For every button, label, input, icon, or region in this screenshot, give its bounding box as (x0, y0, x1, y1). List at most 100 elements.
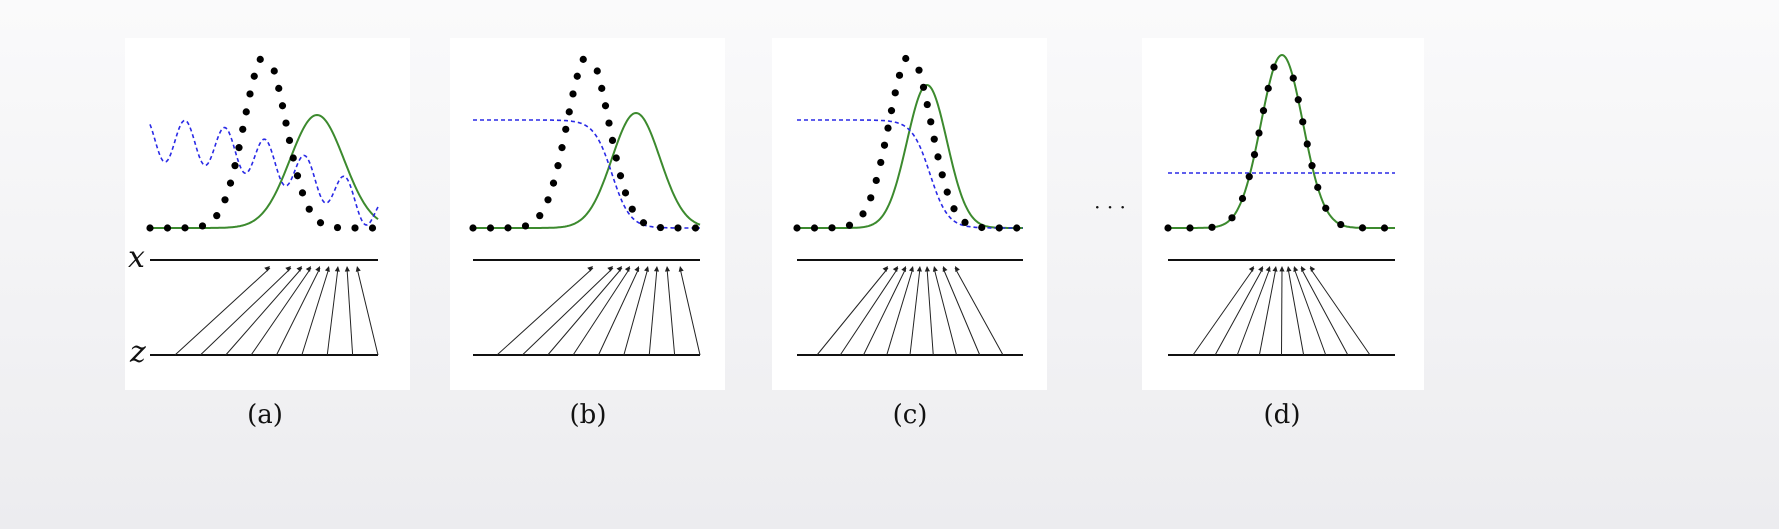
data-distribution-dot-c (927, 118, 935, 126)
mapping-arrow-d (1309, 267, 1371, 356)
panel-label-a: (a) (247, 400, 283, 430)
arrowhead-d (1293, 266, 1299, 272)
mapping-arrow-a (250, 267, 312, 356)
mapping-arrow-b (648, 267, 658, 356)
discriminator-curve-c (797, 119, 1023, 229)
data-distribution-dot-a (256, 55, 264, 63)
data-distribution-dot-a (368, 224, 377, 232)
z-axis-label: z (130, 335, 146, 370)
data-distribution-dot-c (995, 224, 1003, 232)
data-distribution-dot-a (221, 196, 229, 204)
data-distribution-dot-b (544, 196, 552, 204)
data-distribution-dot-c (828, 224, 836, 232)
mapping-arrow-a (301, 267, 330, 356)
data-distribution-dot-d (1358, 224, 1367, 232)
panel-label-d: (d) (1263, 400, 1301, 430)
data-distribution-dot-b (569, 90, 577, 98)
data-distribution-dot-b (656, 223, 665, 232)
mapping-arrow-d (1281, 267, 1283, 356)
data-distribution-dot-b (558, 144, 566, 152)
mapping-arrow-d (1287, 267, 1305, 356)
data-distribution-dot-c (919, 83, 928, 91)
data-distribution-dot-b (562, 125, 570, 133)
arrowhead-c (942, 266, 948, 272)
arrowhead-d (1248, 266, 1254, 272)
mapping-arrow-b (496, 267, 594, 356)
arrowhead-a (296, 266, 302, 272)
data-distribution-dot-d (1289, 74, 1297, 82)
data-distribution-dot-b (554, 162, 562, 170)
data-distribution-dot-c (872, 176, 880, 185)
arrowhead-a (324, 266, 330, 272)
mapping-arrow-b (623, 267, 649, 356)
data-distribution-dot-c (902, 54, 910, 63)
data-distribution-dot-a (285, 136, 294, 145)
mapping-arrow-c (886, 267, 914, 356)
arrowhead-c (901, 266, 906, 272)
data-distribution-dot-c (880, 141, 889, 149)
mapping-arrow-b (547, 267, 623, 356)
data-distribution-dot-a (235, 144, 243, 152)
data-distribution-dot-c (915, 66, 923, 74)
data-distribution-dot-b (616, 172, 625, 180)
data-distribution-dot-c (938, 171, 946, 179)
panel-label-b: (b) (569, 400, 607, 430)
data-distribution-dot-c (950, 205, 958, 213)
data-distribution-dot-a (231, 162, 239, 170)
mapping-arrow-d (1258, 267, 1277, 356)
data-distribution-dot-d (1250, 151, 1259, 159)
data-distribution-dot-c (891, 89, 899, 97)
arrowhead-c (924, 266, 930, 272)
arrowhead-d (1279, 266, 1285, 272)
data-distribution-dot-d (1245, 173, 1253, 181)
data-distribution-dot-b (486, 224, 495, 232)
arrowhead-d (1272, 266, 1278, 272)
data-distribution-dot-d (1294, 96, 1302, 104)
arrowhead-b (644, 266, 650, 272)
data-distribution-dot-a (270, 67, 278, 75)
data-distribution-dot-b (469, 224, 477, 232)
arrowhead-a (355, 266, 361, 272)
mapping-arrow-d (1192, 267, 1255, 356)
discriminator-curve-a (149, 119, 379, 226)
mapping-arrow-c (942, 267, 981, 356)
data-distribution-dot-b (621, 189, 630, 197)
mapping-arrow-d (1214, 267, 1264, 356)
mapping-arrow-a (356, 267, 379, 356)
arrowhead-b (624, 266, 630, 272)
data-distribution-dot-d (1337, 220, 1345, 229)
data-distribution-dot-a (250, 72, 258, 80)
data-distribution-dot-b (639, 219, 648, 227)
data-distribution-dot-c (877, 158, 885, 167)
data-distribution-dot-d (1259, 107, 1268, 115)
data-distribution-dot-d (1303, 140, 1311, 148)
ellipsis: · · · (1094, 195, 1126, 219)
arrowhead-d (1301, 266, 1306, 272)
mapping-arrow-a (200, 267, 292, 356)
data-distribution-dot-c (934, 153, 942, 161)
data-distribution-dot-b (605, 119, 613, 127)
mapping-arrow-c (926, 267, 934, 356)
arrowhead-c (882, 266, 888, 272)
arrowhead-b (607, 266, 613, 272)
arrowhead-c (932, 266, 938, 272)
generator-distribution-curve-d (1168, 53, 1395, 229)
mapping-arrow-d (1236, 267, 1271, 356)
data-distribution-dot-b (573, 72, 581, 80)
arrowhead-a (285, 266, 291, 272)
data-distribution-dot-a (163, 224, 172, 232)
arrowhead-a (334, 266, 340, 272)
mapping-arrow-a (276, 267, 321, 356)
panel-label-c: (c) (892, 400, 928, 430)
data-distribution-dot-a (351, 224, 359, 232)
data-distribution-dot-c (845, 221, 854, 229)
data-distribution-dot-c (867, 194, 875, 202)
data-distribution-dot-d (1264, 84, 1272, 92)
data-distribution-dot-d (1164, 224, 1172, 232)
data-distribution-dot-d (1208, 223, 1216, 231)
data-distribution-dot-c (1013, 224, 1021, 232)
data-distribution-dot-d (1238, 194, 1247, 203)
panel-c-background (772, 38, 1047, 390)
data-distribution-dot-d (1322, 204, 1330, 212)
data-distribution-dot-c (895, 71, 904, 79)
